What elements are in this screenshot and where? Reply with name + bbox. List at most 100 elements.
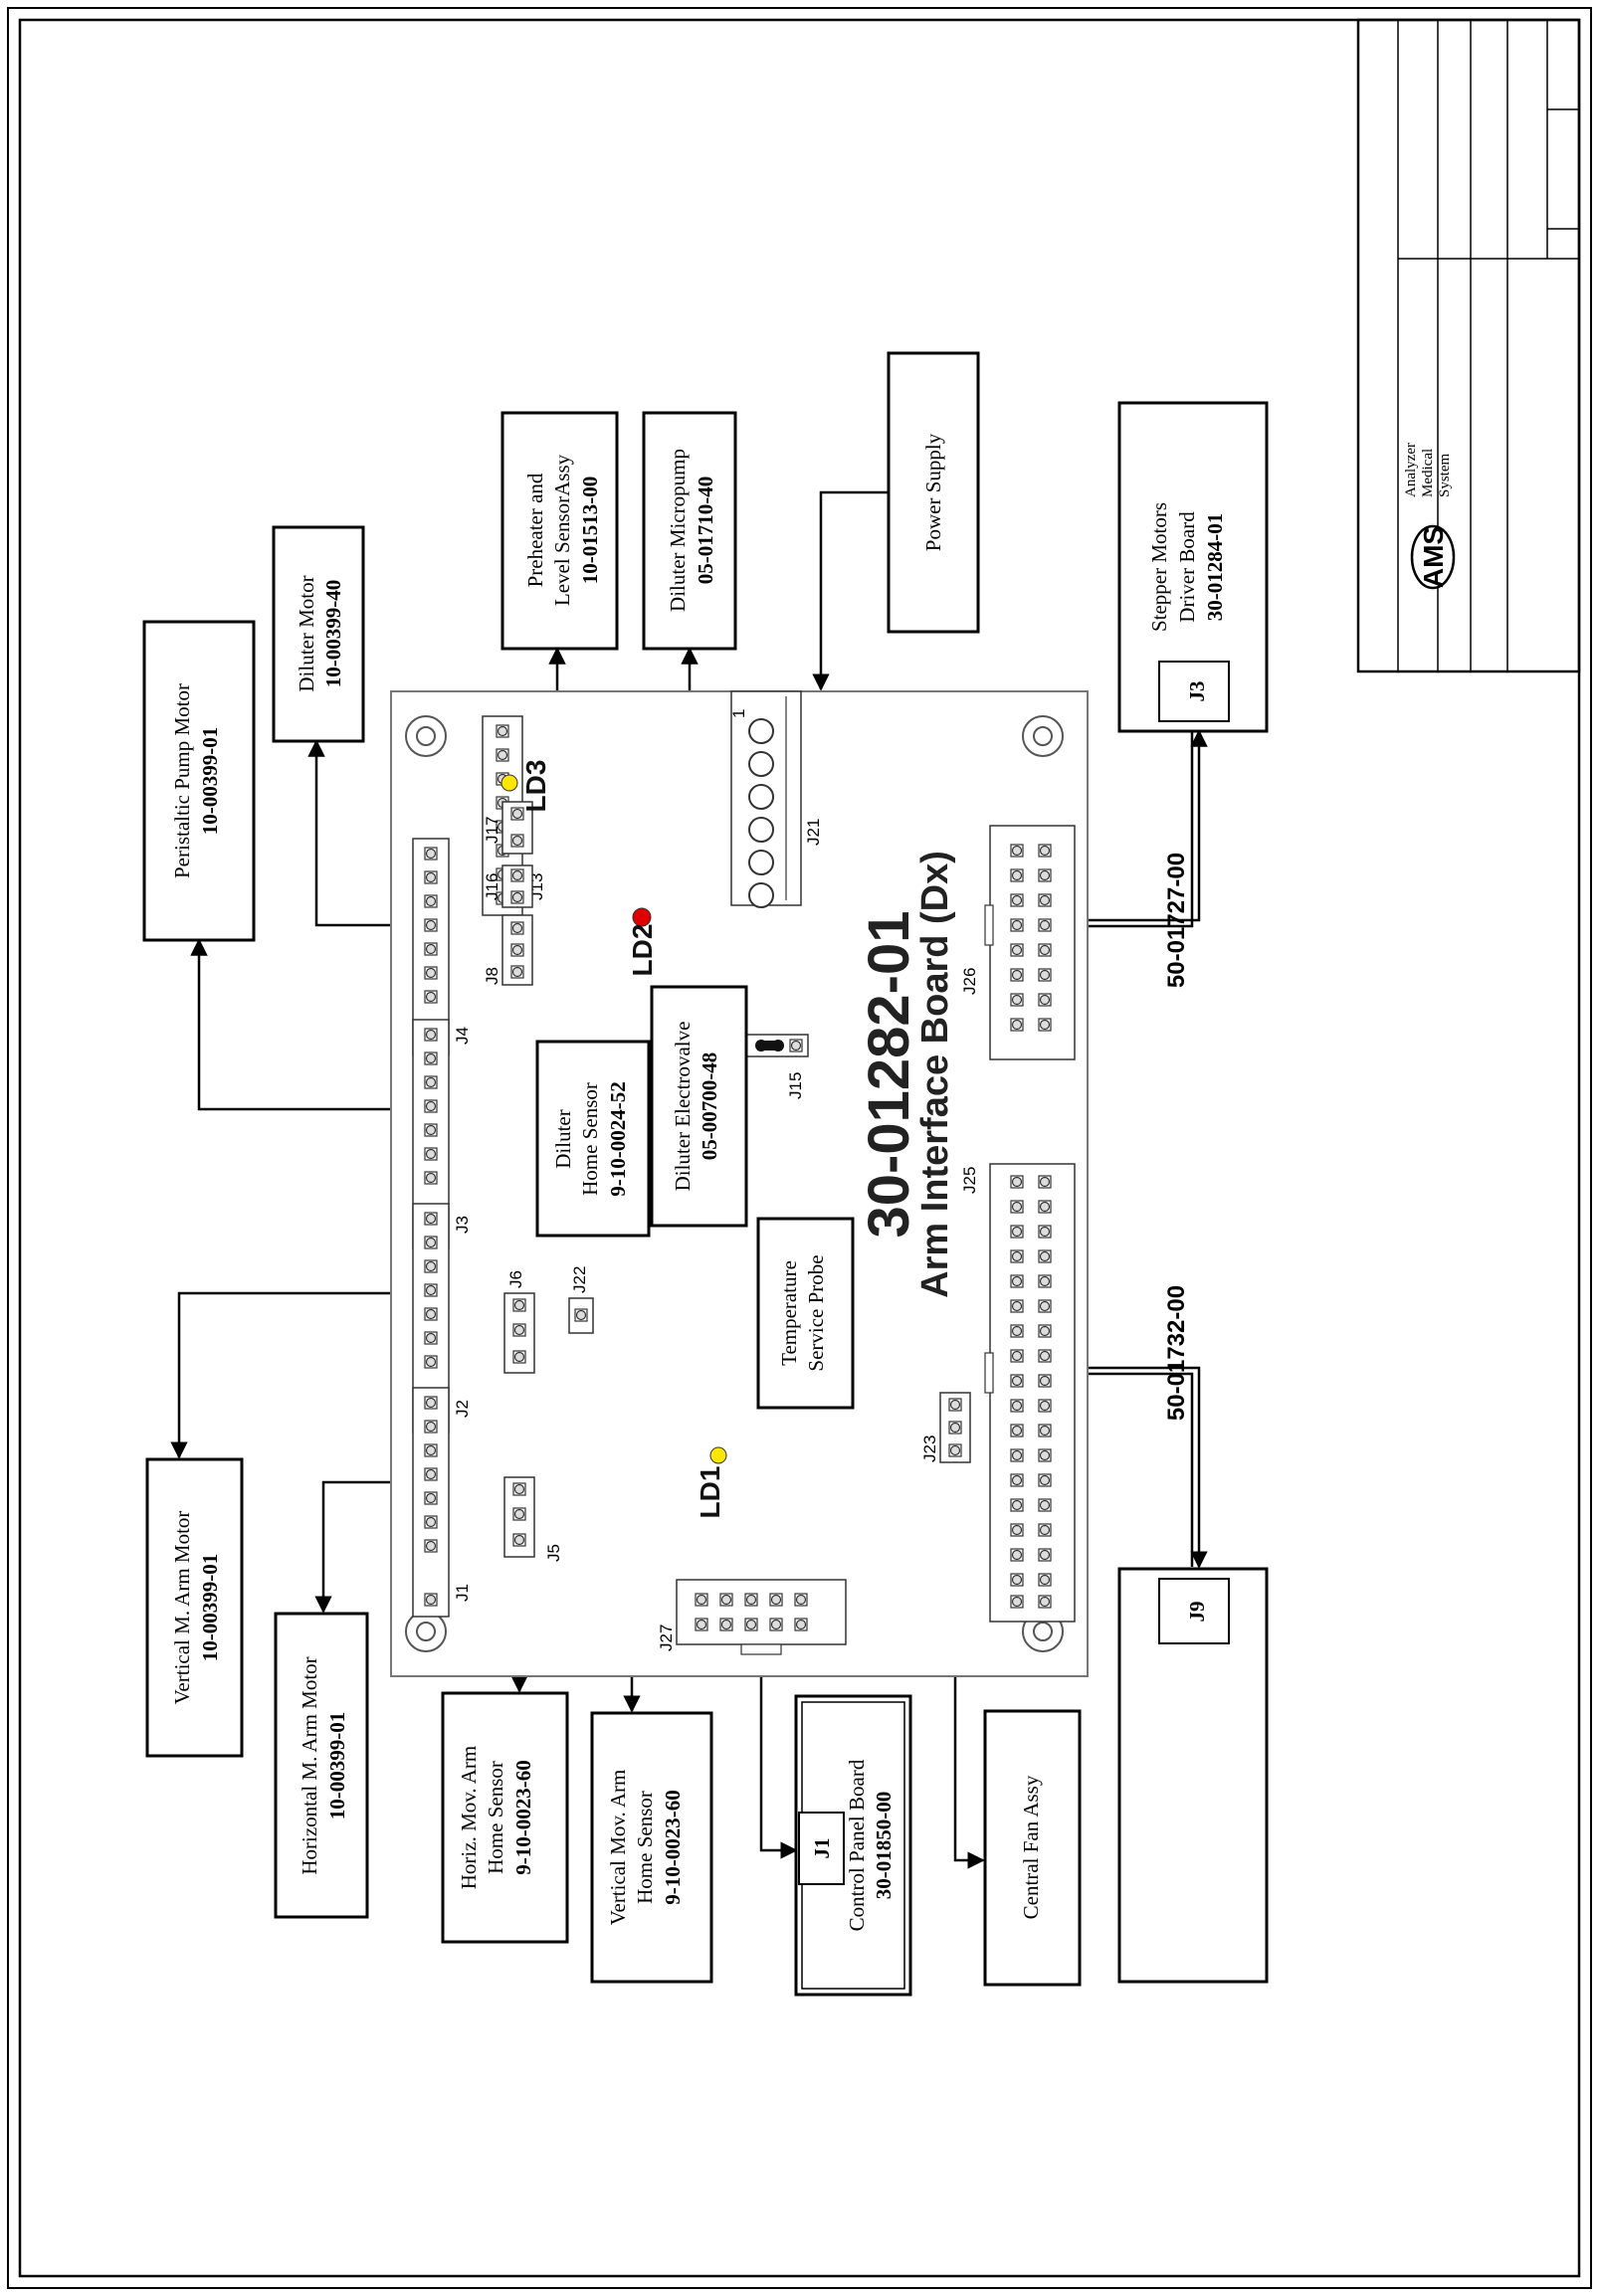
svg-text:10-00399-01: 10-00399-01 (325, 1712, 349, 1820)
svg-text:05-00700-48: 05-00700-48 (698, 1052, 721, 1161)
svg-text:30-01284-01: 30-01284-01 (1203, 513, 1227, 622)
component-horizontal-arm-motor: Horizontal M. Arm Motor 10-00399-01 (274, 1612, 369, 1919)
svg-text:Diluter Electrovalve: Diluter Electrovalve (671, 1022, 695, 1192)
svg-text:9-10-0023-60: 9-10-0023-60 (661, 1790, 685, 1904)
svg-text:Horiz. Mov. Arm: Horiz. Mov. Arm (457, 1746, 481, 1889)
component-power-supply: Power Supply (887, 351, 980, 634)
svg-text:Central Fan Assy: Central Fan Assy (1019, 1775, 1043, 1919)
component-preheater-level-sensor: Preheater and Level SensorAssy 10-01513-… (500, 411, 619, 651)
connector-j21: 1 J21 (729, 690, 823, 908)
company-line-1: Analyzer (1403, 443, 1419, 497)
svg-text:J17: J17 (483, 817, 501, 844)
svg-text:10-01513-00: 10-01513-00 (578, 477, 602, 585)
svg-text:Diluter: Diluter (551, 1109, 575, 1168)
svg-text:J23: J23 (920, 1435, 939, 1462)
connector-j22: J22 (568, 1266, 594, 1334)
mounting-hole (1022, 715, 1064, 757)
led-ld1: LD1 (695, 1446, 727, 1519)
svg-text:30-01850-00: 30-01850-00 (872, 1792, 896, 1900)
svg-text:Vertical M. Arm Motor: Vertical M. Arm Motor (170, 1511, 194, 1705)
board-part-number: 30-01282-01 (857, 911, 921, 1239)
company-line-3: System (1437, 453, 1453, 497)
svg-text:J4: J4 (453, 1027, 472, 1045)
led-ld2: LD2 (627, 907, 658, 977)
svg-text:J1: J1 (810, 1838, 834, 1859)
svg-text:J3: J3 (1185, 681, 1209, 702)
connector-j15: J15 (745, 1034, 809, 1099)
svg-text:10-00399-01: 10-00399-01 (198, 1554, 222, 1662)
component-control-panel-board: J1 Control Panel Board 30-01850-00 (794, 1694, 912, 1997)
svg-text:LD1: LD1 (695, 1466, 725, 1519)
connector-j5: J5 (503, 1476, 563, 1562)
connector-j8: J8 (483, 914, 533, 986)
cable-label-50-01732: 50-01732-00 (1163, 1285, 1190, 1421)
svg-text:LD3: LD3 (520, 760, 551, 813)
svg-text:J8: J8 (483, 967, 501, 985)
connector-j16: J16 (483, 864, 533, 908)
svg-text:LD2: LD2 (627, 924, 658, 977)
wire-j4-diluter-motor (307, 739, 413, 927)
wire-power-j21 (812, 490, 889, 691)
svg-text:J15: J15 (786, 1072, 805, 1099)
svg-text:Home Sensor: Home Sensor (633, 1791, 657, 1904)
wire-j3-peristaltic (190, 938, 413, 1111)
component-horiz-arm-home-sensor: Horiz. Mov. Arm Home Sensor 9-10-0023-60 (441, 1691, 569, 1944)
cable-label-50-01727: 50-01727-00 (1163, 853, 1190, 988)
svg-text:Diluter Micropump: Diluter Micropump (666, 449, 690, 612)
svg-text:Peristaltic Pump Motor: Peristaltic Pump Motor (170, 683, 194, 878)
mounting-hole (405, 715, 447, 757)
svg-text:J9: J9 (1185, 1602, 1209, 1623)
svg-text:J16: J16 (483, 873, 501, 900)
board-name: Arm Interface Board (Dx) (914, 851, 956, 1298)
wire-j1-horizontal-motor (314, 1480, 413, 1614)
svg-text:J6: J6 (506, 1270, 525, 1288)
mounting-hole (405, 1611, 447, 1652)
component-j9-board: J9 (1117, 1567, 1269, 1984)
cable-j25-j9 (1071, 1359, 1208, 1569)
svg-text:Preheater and: Preheater and (523, 473, 547, 587)
svg-text:Home Sensor: Home Sensor (484, 1761, 507, 1874)
component-vertical-arm-motor: Vertical M. Arm Motor 10-00399-01 (145, 1457, 244, 1758)
led-ld3: LD3 (500, 760, 551, 813)
ams-logo: AMS (1410, 524, 1456, 590)
svg-text:Diluter Motor: Diluter Motor (295, 575, 318, 691)
svg-text:Control Panel Board: Control Panel Board (845, 1759, 869, 1931)
component-diluter-electrovalve: Diluter Electrovalve 05-00700-48 (650, 985, 748, 1228)
svg-text:10-00399-40: 10-00399-40 (321, 580, 345, 688)
wire-j2-vertical-motor (170, 1291, 413, 1459)
svg-text:J21: J21 (804, 819, 823, 846)
connector-j23: J23 (920, 1392, 971, 1463)
title-block: AMS Analyzer Medical System (1356, 18, 1581, 673)
svg-text:J1: J1 (453, 1584, 472, 1602)
svg-text:05-01710-40: 05-01710-40 (694, 477, 717, 585)
logo-text: AMS (1418, 526, 1449, 588)
pin-one-marker: 1 (729, 709, 748, 718)
svg-text:9-10-0024-52: 9-10-0024-52 (606, 1081, 630, 1196)
cable-j26-stepper (1071, 729, 1208, 929)
svg-text:Horizontal M. Arm Motor: Horizontal M. Arm Motor (298, 1656, 321, 1874)
component-diluter-home-sensor: Diluter Home Sensor 9-10-0024-52 (535, 1040, 651, 1238)
company-line-2: Medical (1420, 449, 1436, 497)
svg-text:J2: J2 (453, 1400, 472, 1418)
svg-text:Temperature: Temperature (777, 1260, 801, 1366)
component-diluter-micropump: Diluter Micropump 05-01710-40 (642, 411, 737, 651)
svg-text:Vertical Mov. Arm: Vertical Mov. Arm (606, 1770, 630, 1926)
svg-text:Power Supply: Power Supply (921, 433, 945, 551)
svg-text:J5: J5 (544, 1544, 563, 1562)
component-central-fan-assy: Central Fan Assy (983, 1709, 1082, 1987)
svg-text:J22: J22 (570, 1266, 589, 1293)
component-stepper-driver-board: J3 Stepper Motors Driver Board 30-01284-… (1117, 401, 1269, 733)
svg-text:Level SensorAssy: Level SensorAssy (550, 454, 574, 606)
component-diluter-motor: Diluter Motor 10-00399-40 (272, 525, 365, 743)
connector-j6: J6 (503, 1270, 535, 1374)
connector-j1: J1 (412, 1387, 472, 1618)
component-vertical-arm-home-sensor: Vertical Mov. Arm Home Sensor 9-10-0023-… (590, 1711, 713, 1984)
svg-text:J3: J3 (453, 1216, 472, 1234)
svg-text:Driver Board: Driver Board (1175, 511, 1199, 623)
arm-interface-board: 30-01282-01 Arm Interface Board (Dx) J13… (390, 690, 1089, 1677)
svg-text:10-00399-01: 10-00399-01 (198, 727, 222, 836)
svg-text:Stepper Motors: Stepper Motors (1147, 502, 1171, 632)
component-temperature-probe: Temperature Service Probe (756, 1217, 855, 1410)
